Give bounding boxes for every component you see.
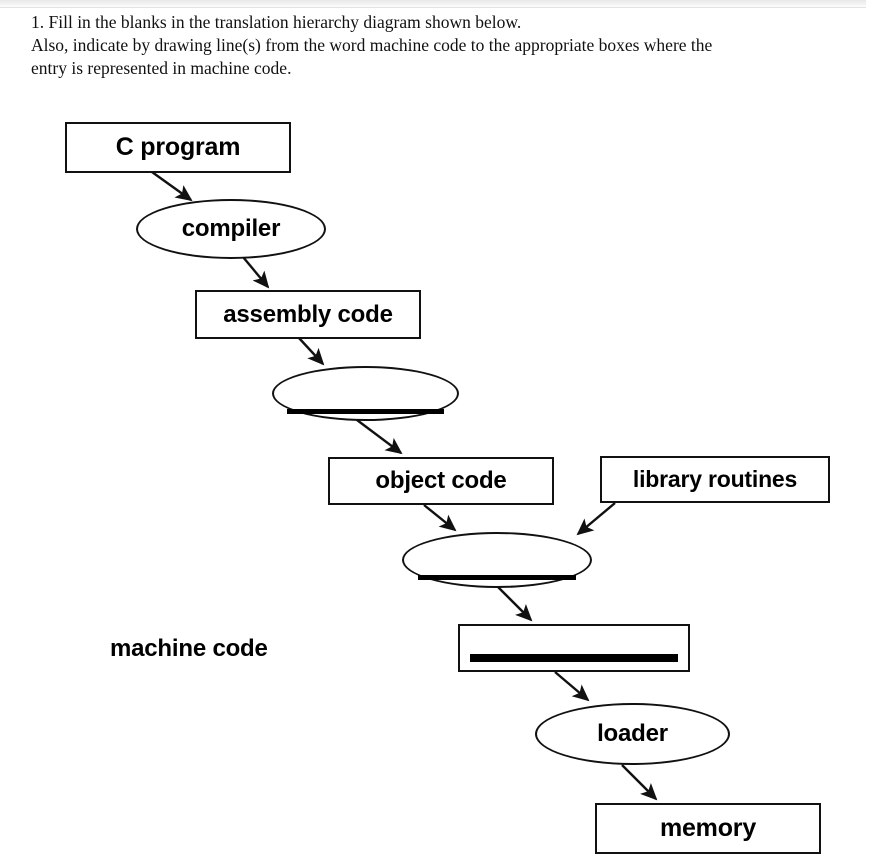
label-machine-code[interactable]: machine code <box>110 635 268 662</box>
node-blank-assembler[interactable] <box>272 366 459 421</box>
node-memory-label: memory <box>659 814 757 842</box>
node-object-code-label: object code <box>375 467 507 494</box>
node-c-program[interactable]: C program <box>65 122 291 173</box>
arrow-library-routines-to-blank-linker <box>576 502 616 536</box>
question-text: 1. Fill in the blanks in the translation… <box>31 11 821 80</box>
node-library-routines[interactable]: library routines <box>600 456 830 503</box>
arrow-compiler-to-assembly-code <box>242 256 270 289</box>
blank-fill-line-executable <box>470 654 678 662</box>
node-loader-label: loader <box>597 720 668 747</box>
node-library-routines-label: library routines <box>632 466 798 492</box>
question-line-2: Also, indicate by drawing line(s) from t… <box>31 35 713 56</box>
scan-top-edge-artifact <box>0 0 870 8</box>
scan-right-edge-artifact <box>866 0 870 861</box>
arrow-c-program-to-compiler <box>151 171 193 202</box>
arrow-blank-exec-to-loader <box>554 671 590 702</box>
arrow-assembly-code-to-blank <box>298 337 325 366</box>
arrow-loader-to-memory <box>621 764 658 801</box>
node-compiler[interactable]: compiler <box>136 199 326 259</box>
node-object-code[interactable]: object code <box>328 457 554 505</box>
arrow-blank-to-object-code <box>356 419 403 455</box>
node-blank-executable[interactable] <box>458 624 690 672</box>
node-blank-linker[interactable] <box>402 532 592 588</box>
question-line-3: entry is represented in machine code. <box>31 58 292 79</box>
node-memory[interactable]: memory <box>595 803 821 854</box>
node-assembly-code[interactable]: assembly code <box>195 290 421 339</box>
node-loader[interactable]: loader <box>535 703 730 765</box>
arrow-object-code-to-blank-linker <box>423 504 457 532</box>
node-assembly-code-label: assembly code <box>223 300 393 328</box>
arrow-blank-linker-to-blank-exec <box>497 586 533 622</box>
blank-fill-line-assembler <box>287 409 444 414</box>
question-line-1: 1. Fill in the blanks in the translation… <box>31 12 522 32</box>
node-compiler-label: compiler <box>181 215 281 242</box>
blank-fill-line-linker <box>418 575 576 580</box>
node-c-program-label: C program <box>115 133 241 161</box>
